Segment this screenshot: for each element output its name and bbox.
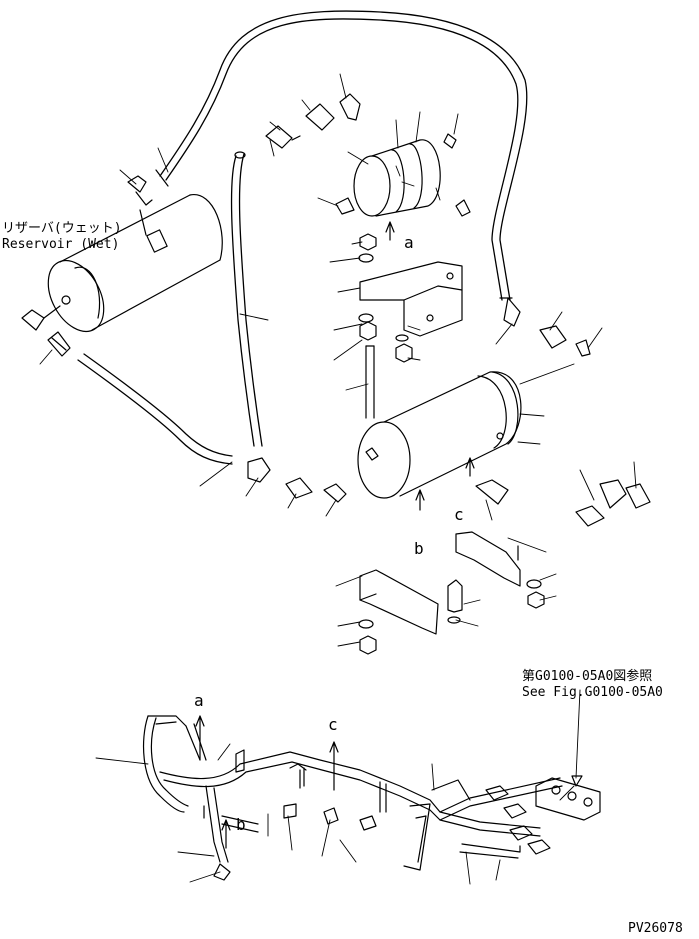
lower-dry-reservoir xyxy=(357,371,522,511)
hose-lower-left xyxy=(77,353,233,465)
washer-stack-upper xyxy=(358,233,413,363)
manifold-block xyxy=(485,689,601,855)
lower-pipe-assembly xyxy=(142,715,563,881)
fittings-top-center xyxy=(265,93,361,149)
hose-vertical-center xyxy=(230,151,263,447)
reservoir-label-jp: リザーバ(ウェット) xyxy=(2,221,122,236)
upper-dry-reservoir xyxy=(335,133,471,241)
air-hose-top-loop xyxy=(155,10,528,301)
bracket-lower-left xyxy=(358,569,545,655)
callout-c-lower: c xyxy=(328,715,338,734)
callout-arrows-lower xyxy=(195,715,339,849)
reference-label-jp: 第G0100-05A0図参照 xyxy=(522,669,653,684)
reference-label-en: See Fig.G0100-05A0 xyxy=(522,685,663,700)
wet-reservoir-tank xyxy=(47,194,223,332)
callout-a-lower: a xyxy=(194,691,204,710)
bracket-lower-right xyxy=(455,531,521,587)
reservoir-fittings xyxy=(21,175,153,357)
reservoir-label-en: Reservoir (Wet) xyxy=(2,237,120,252)
fittings-lower-center xyxy=(247,297,651,527)
leader-lines-upper xyxy=(39,73,637,647)
long-bolt xyxy=(365,345,375,419)
callout-b-lower: b xyxy=(236,815,246,834)
drawing-id: PV26078 xyxy=(628,921,683,936)
callout-b-upper: b xyxy=(414,539,424,558)
leader-lines-lower xyxy=(95,743,575,885)
callout-c-upper: c xyxy=(454,505,464,524)
callout-a-upper: a xyxy=(404,233,414,252)
bracket-upper xyxy=(359,261,463,337)
